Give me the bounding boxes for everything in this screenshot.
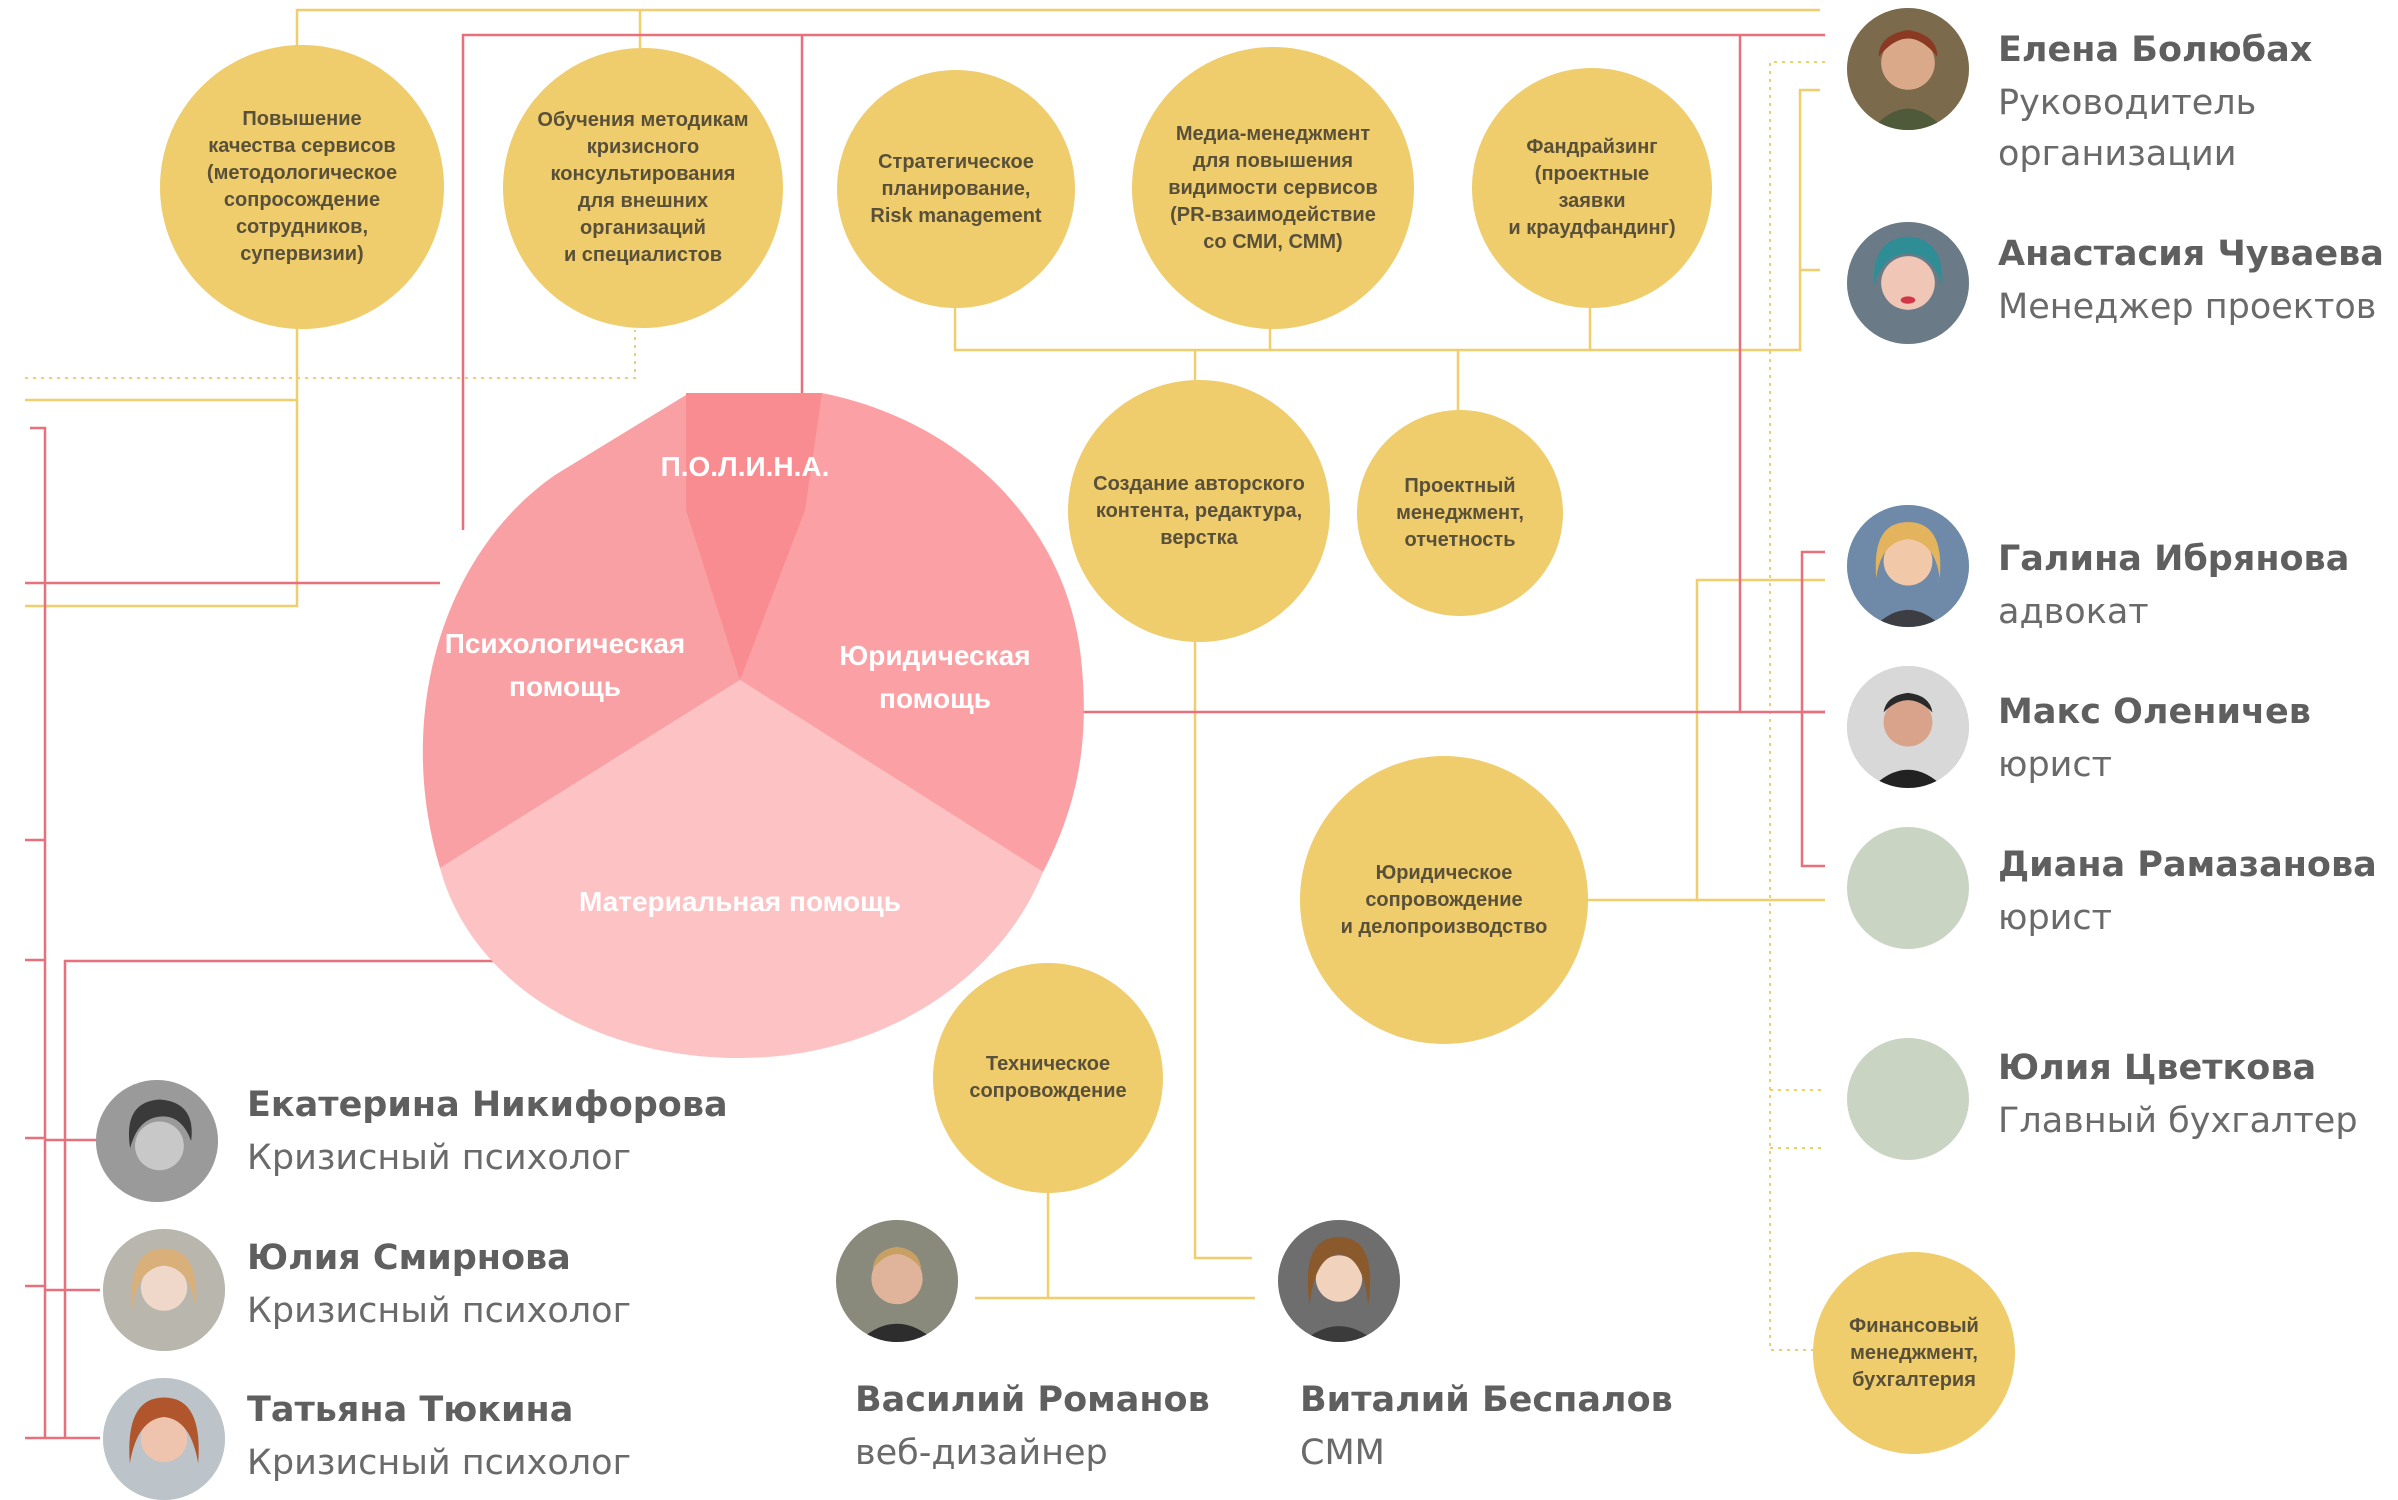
name-tyukina: Татьяна Тюкина: [247, 1390, 574, 1430]
name-bolyubakh: Елена Болюбах: [1998, 30, 2313, 70]
role-olenichev: юрист: [1998, 745, 2113, 785]
service-media-circle: Медиа-менеджмент для повышения видимости…: [1132, 47, 1414, 329]
avatar-romanov: [836, 1220, 958, 1342]
role-nikiforova: Кризисный психолог: [247, 1138, 631, 1178]
name-nikiforova: Екатерина Никифорова: [247, 1085, 728, 1125]
role-chuvaeva: Менеджер проектов: [1998, 287, 2377, 327]
avatar-ramazanova: [1847, 827, 1969, 949]
name-tsvetkova: Юлия Цветкова: [1998, 1048, 2317, 1088]
avatar-tyukina: [103, 1378, 225, 1500]
petal-legal: [740, 393, 1084, 872]
role-ramazanova: юрист: [1998, 898, 2113, 938]
role-tyukina: Кризисный психолог: [247, 1443, 631, 1483]
name-smirnova: Юлия Смирнова: [247, 1238, 571, 1278]
polina-label: П.О.Л.И.Н.А.: [660, 451, 830, 482]
role-bespalov: СММ: [1300, 1433, 1385, 1473]
avatar-nikiforova: [96, 1080, 218, 1202]
avatar-chuvaeva: [1847, 222, 1969, 344]
core-circle: [422, 393, 1084, 1058]
avatar-ibryanova: [1847, 505, 1969, 627]
role-tsvetkova: Главный бухгалтер: [1998, 1101, 2358, 1141]
petal-polina: [686, 393, 822, 680]
material-help-label: Материальная помощь: [579, 886, 901, 917]
service-project-circle: Проектный менеджмент, отчетность: [1357, 410, 1563, 616]
avatar-tsvetkova: [1847, 1038, 1969, 1160]
name-ibryanova: Галина Ибрянова: [1998, 539, 2350, 579]
service-strategy-circle: Стратегическое планирование, Risk manage…: [837, 70, 1075, 308]
avatar-bespalov: [1278, 1220, 1400, 1342]
name-romanov: Василий Романов: [855, 1380, 1210, 1420]
avatar-olenichev: [1847, 666, 1969, 788]
service-training-circle: Обучения методикам кризисного консультир…: [503, 48, 783, 328]
name-ramazanova: Диана Рамазанова: [1998, 845, 2377, 885]
petal-psych: [422, 395, 740, 868]
role-romanov: веб-дизайнер: [855, 1433, 1108, 1473]
avatar-smirnova: [103, 1229, 225, 1351]
service-content-circle: Создание авторского контента, редактура,…: [1068, 380, 1330, 642]
service-legal-support-circle: Юридическое сопровождение и делопроизвод…: [1300, 756, 1588, 1044]
service-finance-circle: Финансовый менеджмент, бухгалтерия: [1813, 1252, 2015, 1454]
role-bolyubakh: Руководитель организации: [1998, 83, 2257, 174]
psych-help-label: Психологическая помощь: [444, 628, 686, 702]
red-connectors: [25, 33, 1825, 1440]
name-bespalov: Виталий Беспалов: [1300, 1380, 1673, 1420]
petal-material: [440, 680, 1043, 1058]
role-smirnova: Кризисный психолог: [247, 1291, 631, 1331]
name-olenichev: Макс Оленичев: [1998, 692, 2311, 732]
service-fundraising-circle: Фандрайзинг (проектные заявки и краудфан…: [1472, 68, 1712, 308]
role-ibryanova: адвокат: [1998, 592, 2149, 632]
service-quality-circle: Повышение качества сервисов (методологич…: [160, 45, 444, 329]
name-chuvaeva: Анастасия Чуваева: [1998, 234, 2384, 274]
legal-help-label: Юридическая помощь: [839, 640, 1031, 714]
yellow-connectors: [25, 8, 1825, 1300]
avatar-bolyubakh: [1847, 8, 1969, 130]
dotted-connectors: [25, 61, 1825, 1351]
service-tech-circle: Техническое сопровождение: [933, 963, 1163, 1193]
